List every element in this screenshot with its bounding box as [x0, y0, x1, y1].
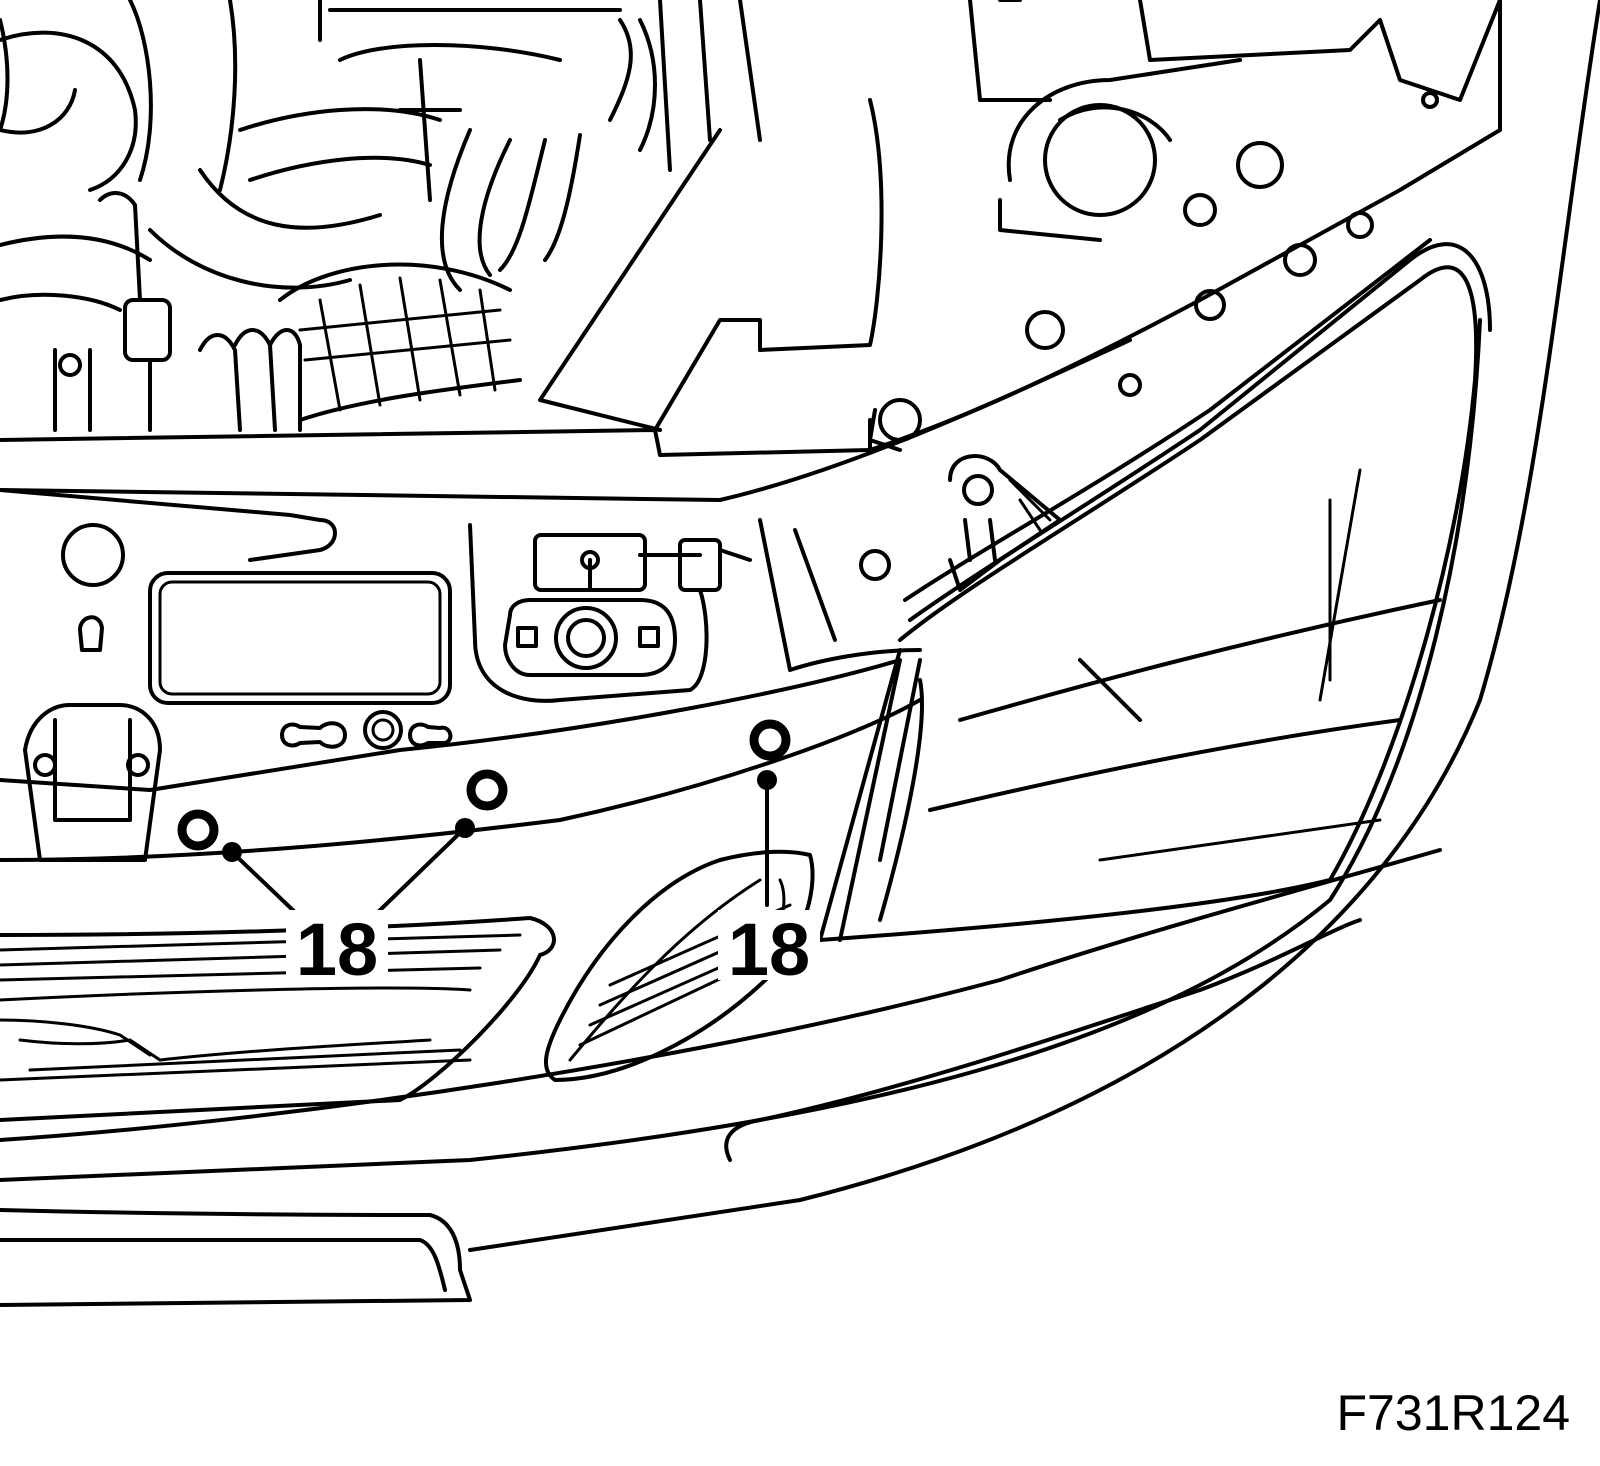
- fastener-left: [177, 809, 219, 851]
- leader-lines: [222, 770, 777, 917]
- callout-label-left: 18: [296, 908, 378, 991]
- headlamp: [818, 238, 1492, 942]
- bumper: [0, 0, 1600, 1307]
- fasteners: [177, 719, 791, 851]
- engine-bay: [0, 0, 1502, 592]
- fastener-right: [749, 719, 791, 761]
- callout-labels: 18 18: [286, 908, 820, 991]
- fastener-center: [466, 769, 508, 811]
- figure-id: F731R124: [1337, 1385, 1571, 1441]
- callout-label-right: 18: [728, 908, 810, 991]
